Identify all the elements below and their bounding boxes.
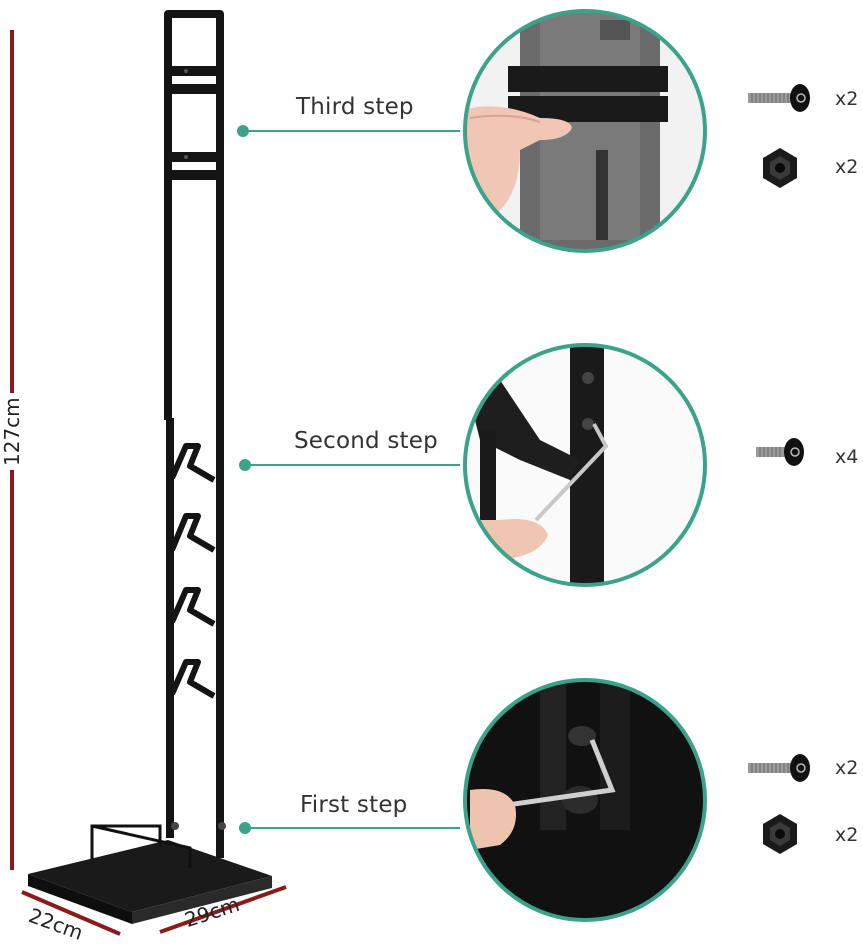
top-brackets (166, 66, 224, 180)
screw-icon (748, 84, 810, 112)
callout-third (237, 125, 460, 137)
second-step-detail-photo (463, 343, 707, 587)
first-step-label: First step (300, 792, 408, 818)
stand-base (28, 824, 272, 924)
second-step-screw-qty: x4 (835, 446, 859, 468)
first-step-screw-qty: x2 (835, 757, 859, 779)
height-dimension-label: 127cm (0, 393, 24, 470)
stand-frame (164, 10, 224, 858)
third-step-nut-qty: x2 (835, 156, 859, 178)
first-step-detail-photo (463, 678, 707, 922)
third-step-detail-photo (463, 9, 707, 253)
callout-first (239, 822, 460, 834)
screw-icon (756, 438, 804, 466)
second-step-label: Second step (294, 428, 438, 454)
screw-icon (748, 754, 810, 782)
nut-icon (763, 148, 797, 188)
third-step-screw-qty: x2 (835, 88, 859, 110)
third-step-label: Third step (296, 94, 414, 120)
width-dimension-line (159, 885, 287, 934)
callout-second (239, 459, 460, 471)
accessory-hooks (169, 443, 216, 699)
nut-icon (763, 814, 797, 854)
depth-dimension-line (21, 890, 121, 936)
first-step-nut-qty: x2 (835, 824, 859, 846)
